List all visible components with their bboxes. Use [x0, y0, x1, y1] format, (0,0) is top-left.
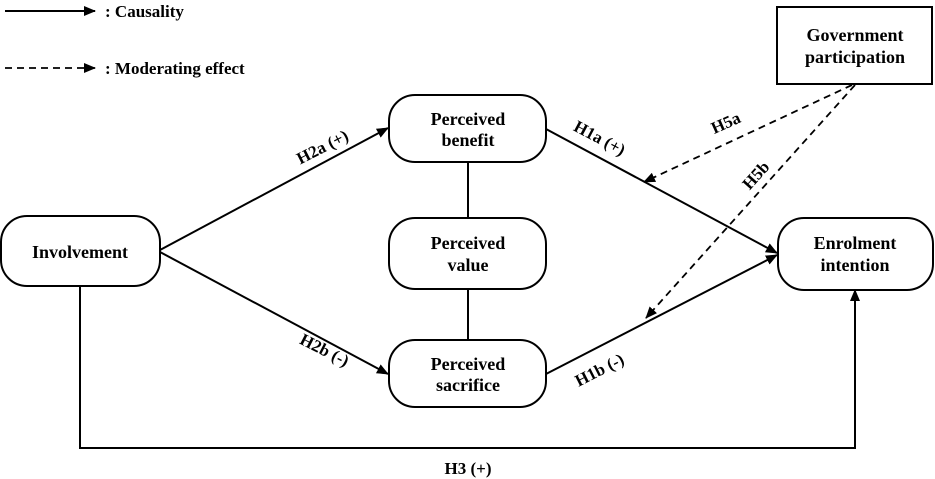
path-h3 [79, 286, 860, 449]
legend-moderating-label: : Moderating effect [105, 59, 245, 78]
node-perceived-value-line1: Perceived [431, 233, 506, 253]
label-h5b: H5b [738, 157, 773, 193]
legend: : Causality : Moderating effect [5, 2, 245, 78]
node-involvement-label: Involvement [32, 242, 128, 262]
node-perceived-sacrifice-line1: Perceived [431, 354, 506, 374]
node-perceived-benefit: Perceived benefit [388, 94, 547, 163]
node-government-participation-line2: participation [805, 47, 905, 67]
path-h5b [645, 84, 856, 319]
node-enrolment-intention-line1: Enrolment [814, 233, 897, 253]
label-h2b: H2b (-) [297, 330, 352, 371]
path-h2a [159, 127, 389, 251]
path-h1b [545, 254, 778, 375]
legend-causality-label: : Causality [105, 2, 184, 21]
node-government-participation: Government participation [776, 6, 933, 85]
label-h1a: H1a (+) [571, 117, 629, 160]
path-h1a [545, 128, 778, 254]
node-perceived-value-line2: value [447, 255, 488, 275]
node-enrolment-intention-line2: intention [820, 255, 889, 275]
node-enrolment-intention: Enrolment intention [777, 217, 934, 291]
node-perceived-benefit-line2: benefit [442, 130, 495, 150]
node-perceived-benefit-line1: Perceived [431, 109, 506, 129]
path-h2b [159, 251, 389, 375]
node-involvement: Involvement [0, 215, 161, 287]
label-h2a: H2a (+) [293, 126, 351, 168]
node-government-participation-line1: Government [807, 25, 904, 45]
node-perceived-sacrifice-line2: sacrifice [436, 375, 500, 395]
paths [79, 84, 860, 449]
path-h5a [643, 84, 853, 183]
node-perceived-sacrifice: Perceived sacrifice [388, 339, 547, 408]
label-h5a: H5a [708, 108, 744, 138]
label-h3: H3 (+) [445, 459, 492, 478]
node-perceived-value: Perceived value [388, 217, 547, 290]
